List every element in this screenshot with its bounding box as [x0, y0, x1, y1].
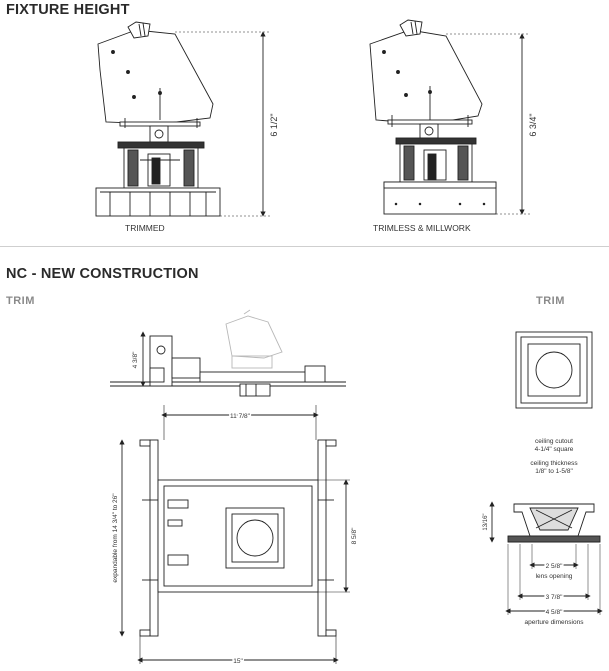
dim-aperture: 4 5/8" — [546, 609, 563, 616]
note-cutout-1: ceiling cutout — [535, 438, 573, 445]
dim-side-height: 4 3/8" — [132, 351, 139, 368]
section-divider — [0, 246, 609, 247]
dim-plan-width-bottom: 15" — [233, 658, 243, 665]
caption-trimmed: TRIMMED — [125, 223, 165, 233]
dim-lens: 2 5/8" — [546, 563, 563, 570]
dim-mid: 3 7/8" — [546, 594, 563, 601]
trim-label-left: TRIM — [6, 295, 35, 307]
dim-trimmed-height: 6 1/2" — [269, 113, 279, 136]
section-title-fixture-height: FIXTURE HEIGHT — [6, 2, 130, 18]
nc-side-view-drawing — [110, 309, 346, 397]
note-thickness-2: 1/8" to 1-5/8" — [535, 468, 573, 475]
dim-trim-height: 13/16" — [483, 513, 489, 530]
trim-section-view-drawing — [489, 501, 603, 615]
dim-trimless-height: 6 3/4" — [528, 113, 538, 136]
note-cutout-2: 4-1/4" square — [535, 446, 574, 453]
note-thickness-1: ceiling thickness — [530, 460, 578, 467]
trim-label-right: TRIM — [536, 295, 565, 307]
fixture-trimless-drawing — [369, 19, 530, 215]
trim-top-view-drawing — [515, 331, 593, 409]
dim-expandable: expandable from 14 3/4" to 26" — [112, 493, 119, 583]
dim-plan-height: 8 5/8" — [351, 527, 358, 544]
fixture-trimmed-drawing — [95, 21, 270, 217]
caption-trimless: TRIMLESS & MILLWORK — [373, 223, 471, 233]
note-lens-opening: lens opening — [536, 573, 573, 580]
nc-plan-view-drawing — [119, 405, 350, 664]
note-aperture: aperture dimensions — [525, 619, 585, 626]
dim-plan-width-top: 11 7/8" — [230, 413, 251, 420]
section-title-new-construction: NC - NEW CONSTRUCTION — [6, 266, 199, 282]
